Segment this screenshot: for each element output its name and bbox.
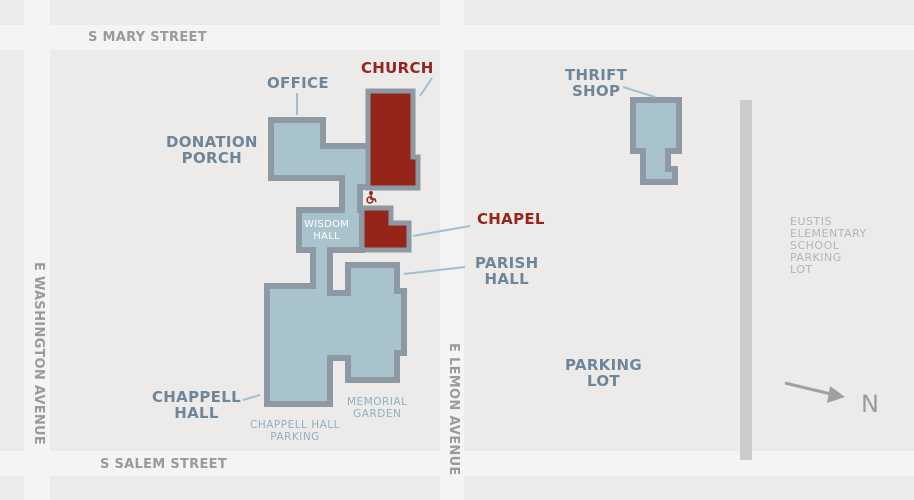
label-line: PARKING bbox=[270, 431, 320, 443]
label-line: ELEMENTARY bbox=[790, 227, 867, 240]
north-arrow-icon bbox=[784, 381, 845, 403]
thrift-shop-building bbox=[630, 97, 682, 185]
street-label-s-mary: S MARY STREET bbox=[88, 30, 207, 45]
label-line: HALL bbox=[484, 270, 529, 288]
label-church: CHURCH bbox=[361, 59, 434, 77]
label-eustis-school-parking: EUSTIS ELEMENTARY SCHOOL PARKING LOT bbox=[790, 216, 867, 276]
label-memorial-garden: MEMORIAL GARDEN bbox=[347, 396, 407, 420]
school-fence bbox=[740, 100, 752, 460]
label-line: PARKING bbox=[790, 251, 842, 264]
label-line: GARDEN bbox=[353, 408, 402, 420]
label-chappell-hall: CHAPPELL HALL bbox=[152, 389, 241, 421]
main-building-complex bbox=[264, 117, 407, 407]
street-label-e-lemon: E LEMON AVENUE bbox=[446, 343, 461, 476]
leader-lines bbox=[242, 77, 656, 401]
chapel-building bbox=[359, 205, 412, 253]
label-line: LOT bbox=[587, 372, 620, 390]
label-parish-hall: PARISH HALL bbox=[475, 255, 539, 287]
label-line: HALL bbox=[313, 231, 340, 242]
label-line: MEMORIAL bbox=[347, 396, 408, 408]
label-chapel: CHAPEL bbox=[477, 210, 545, 228]
label-wisdom-hall: WISDOM HALL bbox=[304, 219, 349, 243]
label-line: PARKING bbox=[565, 356, 642, 374]
label-thrift-shop: THRIFT SHOP bbox=[565, 67, 627, 99]
label-line: SHOP bbox=[571, 82, 621, 100]
label-parking-lot: PARKING LOT bbox=[565, 357, 642, 389]
label-line: CHAPPELL HALL bbox=[250, 419, 341, 431]
church-building bbox=[365, 88, 421, 191]
label-line: WISDOM bbox=[304, 219, 350, 230]
label-line: DONATION bbox=[166, 133, 258, 151]
label-line: PARISH bbox=[475, 254, 539, 272]
road-e-lemon-avenue bbox=[440, 0, 464, 500]
label-office: OFFICE bbox=[267, 74, 329, 92]
label-line: CHAPPELL bbox=[152, 388, 241, 406]
label-line: PORCH bbox=[181, 149, 243, 167]
label-line: LOT bbox=[790, 263, 813, 276]
street-label-e-washington: E WASHINGTON AVENUE bbox=[31, 262, 46, 446]
label-line: THRIFT bbox=[565, 66, 628, 84]
label-line: SCHOOL bbox=[790, 239, 840, 252]
wheelchair-icon bbox=[366, 191, 377, 204]
label-line: HALL bbox=[174, 404, 219, 422]
label-donation-porch: DONATION PORCH bbox=[166, 134, 258, 166]
street-label-s-salem: S SALEM STREET bbox=[100, 457, 228, 472]
compass-north-label: N bbox=[861, 390, 879, 418]
label-chappell-hall-parking: CHAPPELL HALL PARKING bbox=[250, 419, 340, 443]
road-e-washington-avenue bbox=[24, 0, 50, 500]
label-line: EUSTIS bbox=[790, 215, 832, 228]
